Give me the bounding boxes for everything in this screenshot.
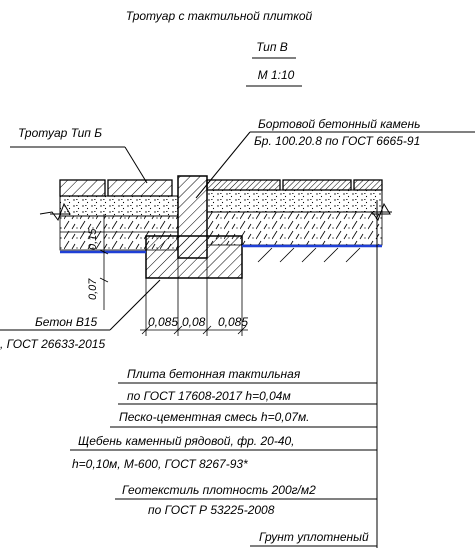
layer-label-6: Геотекстиль плотность 200г/м2 — [122, 483, 316, 497]
right-break-line — [371, 202, 392, 222]
layer-legend: Плита бетонная тактильная по ГОСТ 17608-… — [70, 367, 377, 547]
sidewalk-leader — [124, 146, 148, 184]
curb-label-line1: Бортовой бетонный камень — [258, 117, 420, 131]
dim-horizontal-1: 0,085 — [148, 315, 178, 329]
layer-label-3: Песко-цементная смесь h=0,07м. — [119, 410, 310, 424]
layer-label-2: по ГОСТ 17608-2017 h=0,04м — [127, 389, 291, 403]
tactile-tile-1 — [206, 179, 281, 191]
dim-vertical-1: 0,15 — [87, 228, 99, 250]
dim-horizontal-2: 0,08 — [182, 315, 206, 329]
layer-label-8: Грунт уплотненый — [259, 530, 369, 544]
type-label: Тип В — [256, 40, 288, 54]
concrete-leader — [109, 279, 161, 331]
left-sand-layer — [59, 195, 179, 217]
layer-label-1: Плита бетонная тактильная — [127, 367, 301, 381]
curb-stone — [177, 175, 208, 259]
right-sand-layer — [206, 189, 383, 213]
drawing-title: Тротуар с тактильной плиткой — [126, 9, 313, 23]
compacted-soil — [257, 247, 361, 263]
scale-label: М 1:10 — [258, 68, 295, 82]
left-break-line — [39, 202, 71, 222]
cross-section — [39, 175, 392, 279]
concrete-label-line1: Бетон В15 — [35, 315, 98, 329]
left-tile-1 — [59, 179, 106, 197]
layer-label-4: Щебень каменный рядовой, фр. 20-40, — [78, 434, 295, 448]
tactile-tile-3 — [353, 179, 383, 191]
tactile-tile-2 — [282, 179, 352, 191]
curb-label-line2: Бр. 100.20.8 по ГОСТ 6665-91 — [254, 134, 420, 148]
horizontal-dimension — [140, 258, 248, 336]
sidewalk-label: Тротуар Тип Б — [18, 126, 102, 140]
concrete-label-line2: , ГОСТ 26633-2015 — [0, 337, 105, 351]
left-tile-2 — [107, 179, 173, 197]
dim-horizontal-3: 0,085 — [218, 315, 248, 329]
vertical-dimension — [99, 214, 109, 310]
layer-label-5: h=0,10м, М-600, ГОСТ 8267-93* — [72, 457, 248, 471]
layer-label-7: по ГОСТ Р 53225-2008 — [148, 503, 275, 517]
dim-vertical-2: 0,07 — [87, 278, 99, 300]
